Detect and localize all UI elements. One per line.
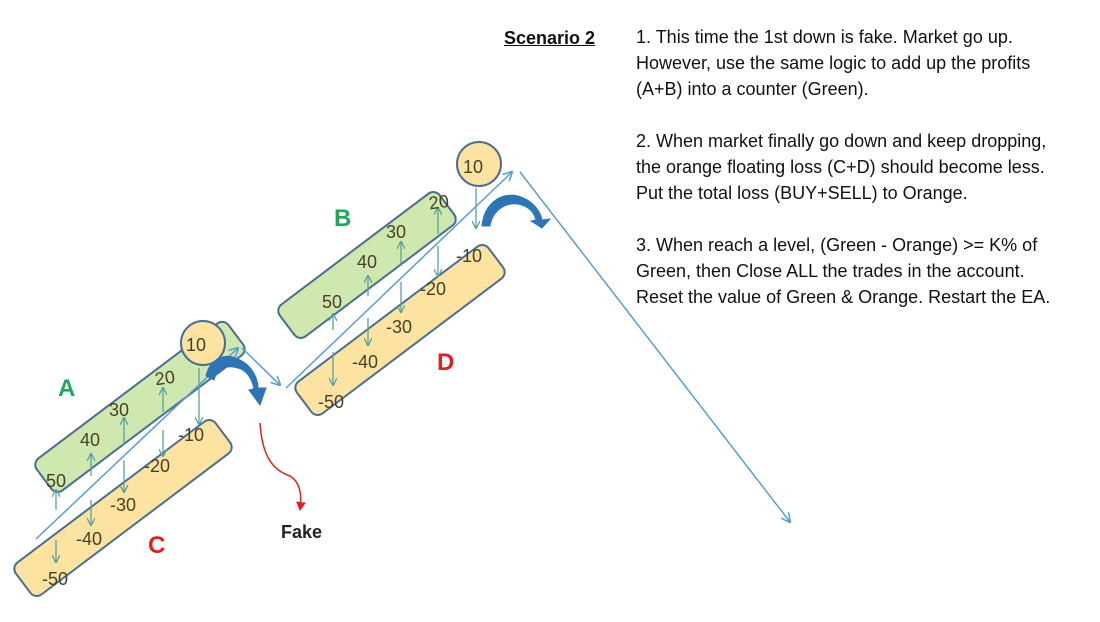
downtrend-line bbox=[519, 171, 790, 522]
label-a: A bbox=[58, 375, 75, 402]
note-line: 3. When reach a level, (Green - Orange) … bbox=[636, 235, 1038, 255]
orange-loss-box-d bbox=[294, 244, 506, 416]
peak-value-10: 10 bbox=[463, 157, 483, 177]
note-line: the orange floating loss (C+D) should be… bbox=[636, 157, 1045, 177]
orange-value-minus-40: -40 bbox=[352, 352, 378, 372]
note-line: However, use the same logic to add up th… bbox=[636, 53, 1031, 73]
orange-value-minus-50: -50 bbox=[42, 569, 68, 589]
green-value-50: 50 bbox=[46, 471, 66, 491]
uptrend-line-1 bbox=[35, 348, 238, 540]
green-value-40: 40 bbox=[80, 430, 100, 450]
note-3: 3. When reach a level, (Green - Orange) … bbox=[636, 232, 1096, 310]
note-line: 2. When market finally go down and keep … bbox=[636, 131, 1047, 151]
orange-value-minus-30: -30 bbox=[110, 495, 136, 515]
label-b: B bbox=[334, 205, 351, 232]
peak-circle-2 bbox=[456, 141, 502, 187]
notes-panel: 1. This time the 1st down is fake. Marke… bbox=[636, 24, 1096, 336]
dip-line-1 bbox=[241, 347, 280, 385]
note-1: 1. This time the 1st down is fake. Marke… bbox=[636, 24, 1096, 102]
green-profit-box-b bbox=[277, 191, 457, 339]
green-value-40: 40 bbox=[357, 252, 377, 272]
scenario-title: Scenario 2 bbox=[504, 28, 596, 48]
green-profit-box-a bbox=[34, 320, 246, 493]
orange-value-minus-10: -10 bbox=[178, 425, 204, 445]
green-value-50: 50 bbox=[322, 292, 342, 312]
note-line: Reset the value of Green & Orange. Resta… bbox=[636, 287, 1051, 307]
orange-value-minus-40: -40 bbox=[76, 529, 102, 549]
orange-loss-box-c bbox=[13, 419, 233, 597]
label-c: C bbox=[148, 532, 165, 559]
note-line: Put the total loss (BUY+SELL) to Orange. bbox=[636, 183, 968, 203]
orange-value-minus-20: -20 bbox=[144, 456, 170, 476]
fake-arrow bbox=[259, 422, 306, 511]
peak-circle-1 bbox=[180, 320, 226, 366]
green-value-20: 20 bbox=[154, 367, 177, 390]
orange-value-minus-30: -30 bbox=[386, 317, 412, 337]
note-line: (A+B) into a counter (Green). bbox=[636, 79, 869, 99]
green-value-30: 30 bbox=[109, 400, 129, 420]
peak-value-10: 10 bbox=[186, 335, 206, 355]
uptrend-line-2 bbox=[285, 172, 512, 389]
note-line: 1. This time the 1st down is fake. Marke… bbox=[636, 27, 1013, 47]
orange-value-minus-50: -50 bbox=[318, 392, 344, 412]
note-2: 2. When market finally go down and keep … bbox=[636, 128, 1096, 206]
reversal-arrow-2 bbox=[481, 194, 552, 229]
orange-value-minus-20: -20 bbox=[420, 279, 446, 299]
green-value-20: 20 bbox=[428, 191, 451, 214]
green-value-30: 30 bbox=[386, 222, 406, 242]
label-d: D bbox=[437, 349, 454, 376]
reversal-arrow-1 bbox=[205, 356, 267, 407]
note-line: Green, then Close ALL the trades in the … bbox=[636, 261, 1025, 281]
fake-label: Fake bbox=[281, 522, 322, 542]
orange-value-minus-10: -10 bbox=[456, 246, 482, 266]
